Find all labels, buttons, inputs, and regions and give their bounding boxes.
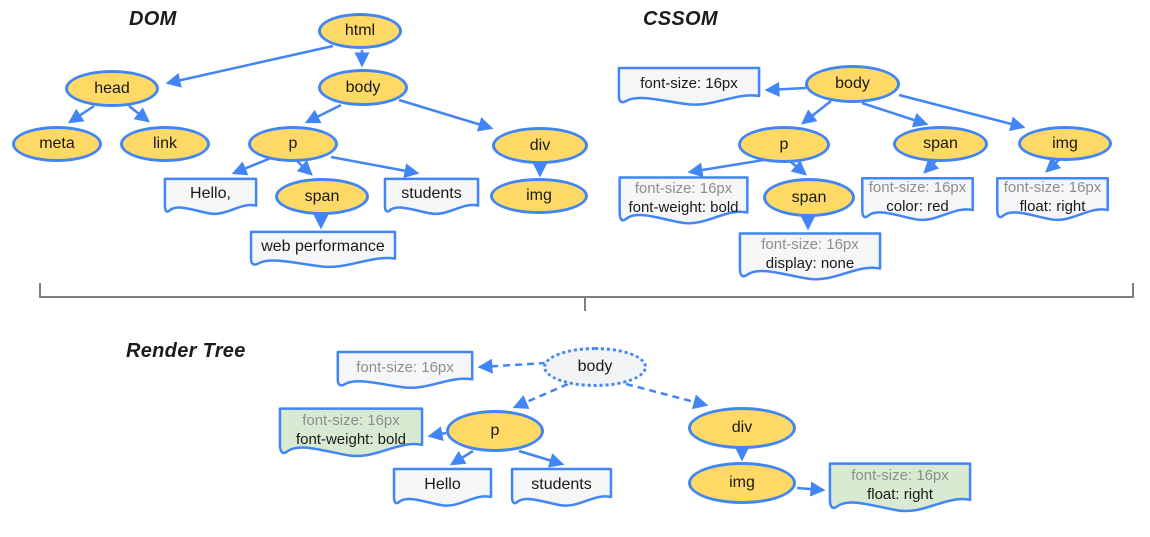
render-text-hello: Hello [392, 467, 493, 511]
render-rule-p-line1: font-size: 16px [302, 412, 400, 429]
cssom-rule-p: font-size: 16px font-weight: bold [617, 175, 750, 230]
arrow-dom-html-head [165, 44, 334, 88]
arrow-dom-p-hello [231, 156, 272, 176]
cssom-node-span-label: span [923, 135, 958, 152]
dom-text-hello-label: Hello, [190, 184, 231, 202]
dom-node-meta: meta [12, 126, 102, 162]
arrow-cssom-body-img [898, 93, 1026, 132]
dom-text-web-performance: web performance [248, 230, 398, 272]
arrow-dom-head-link [128, 105, 150, 123]
arrow-render-img-rule [796, 481, 826, 497]
dom-text-students-label: students [401, 184, 462, 202]
dom-node-span-label: span [304, 187, 340, 205]
cssom-node-span-child-label: span [791, 188, 827, 206]
arrow-render-p-students [518, 449, 565, 468]
arrow-cssom-span-rule [923, 157, 940, 174]
cssom-rule-span-child-line2: display: none [765, 255, 855, 272]
arrow-dom-body-div [398, 98, 494, 132]
dom-node-body: body [318, 69, 408, 106]
cssom-node-p: p [738, 126, 830, 163]
arrow-cssom-p-span [790, 160, 807, 176]
render-node-div: div [688, 407, 796, 449]
dom-node-img: img [490, 178, 588, 214]
cssom-rule-span: font-size: 16px color: red [860, 176, 975, 226]
arrow-render-body-div [625, 382, 709, 410]
cssom-node-p-label: p [779, 135, 789, 153]
arrow-cssom-body-rule [764, 81, 807, 97]
dom-node-body-label: body [345, 78, 381, 96]
dom-node-div: div [492, 127, 588, 164]
render-node-p: p [446, 410, 544, 452]
cssom-node-body-label: body [835, 75, 870, 92]
dom-text-web-performance-label: web performance [261, 237, 385, 255]
render-tree-title: Render Tree [126, 340, 246, 362]
render-rule-img-line1: font-size: 16px [851, 467, 949, 484]
dom-node-html-label: html [344, 22, 376, 39]
cssom-rule-img: font-size: 16px float: right [995, 176, 1110, 226]
dom-node-div-label: div [529, 136, 551, 154]
cssom-rule-body-line1: font-size: 16px [640, 75, 738, 92]
cssom-rule-img-line1: font-size: 16px [1003, 178, 1102, 196]
arrow-dom-p-span [296, 159, 313, 176]
arrow-render-body-rule [477, 358, 547, 374]
arrow-render-body-p [512, 382, 569, 409]
cssom-node-img: img [1018, 126, 1112, 161]
render-rule-img-line2: float: right [867, 486, 933, 503]
cssom-node-span-child: span [763, 178, 855, 217]
render-node-img-label: img [729, 474, 755, 491]
render-rule-img: font-size: 16px float: right [827, 461, 973, 518]
cssom-rule-span-child: font-size: 16px display: none [737, 231, 883, 286]
arrow-render-p-hello [449, 449, 474, 466]
dom-node-html: html [318, 13, 402, 49]
dom-node-link: link [120, 126, 210, 162]
arrow-render-p-rule [427, 426, 447, 442]
cssom-title: CSSOM [643, 8, 718, 30]
dom-node-img-label: img [526, 187, 552, 204]
render-rule-body: font-size: 16px [335, 350, 475, 393]
render-rule-p-line2: font-weight: bold [295, 431, 407, 448]
dom-node-span: span [275, 178, 369, 215]
arrow-cssom-p-rule [687, 158, 765, 178]
render-rule-body-line1: font-size: 16px [356, 358, 454, 376]
dom-node-link-label: link [152, 135, 177, 152]
render-rule-p: font-size: 16px font-weight: bold [277, 406, 425, 463]
render-text-students-label: students [531, 475, 592, 493]
cssom-rule-p-line2: font-weight: bold [628, 199, 739, 216]
arrow-dom-body-p [304, 103, 342, 124]
render-node-body-label: body [577, 358, 613, 375]
dom-node-p: p [248, 126, 338, 162]
arrow-dom-head-meta [67, 104, 95, 124]
render-node-img: img [688, 462, 796, 504]
arrow-cssom-img-rule [1045, 157, 1062, 173]
arrow-cssom-body-span [861, 101, 929, 128]
cssom-node-img-label: img [1052, 134, 1078, 152]
render-node-p-label: p [490, 422, 500, 439]
render-text-students: students [510, 467, 613, 511]
cssom-rule-span-line1: font-size: 16px [868, 178, 967, 196]
cssom-rule-img-line2: float: right [1019, 197, 1086, 215]
dom-node-head: head [65, 70, 159, 107]
dom-node-meta-label: meta [39, 135, 75, 152]
render-node-body: body [543, 347, 647, 387]
render-node-div-label: div [731, 419, 753, 436]
cssom-rule-p-line1: font-size: 16px [634, 180, 733, 197]
dom-text-students: students [383, 177, 480, 219]
dom-node-p-label: p [288, 135, 298, 152]
arrow-cssom-body-p [801, 100, 832, 125]
cssom-node-body: body [805, 65, 900, 103]
arrow-dom-p-students [330, 155, 420, 179]
merge-bracket [39, 283, 1134, 298]
dom-title: DOM [129, 8, 177, 30]
dom-text-hello: Hello, [163, 177, 258, 219]
cssom-rule-body: font-size: 16px [616, 66, 762, 110]
cssom-node-span: span [893, 126, 988, 162]
dom-node-head-label: head [94, 79, 130, 97]
cssom-rule-span-line2: color: red [886, 197, 949, 215]
render-text-hello-label: Hello [424, 475, 461, 493]
cssom-rule-span-child-line1: font-size: 16px [761, 236, 859, 253]
